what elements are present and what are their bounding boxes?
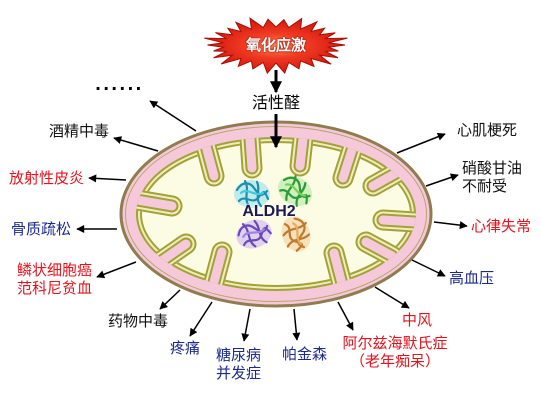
arrow-to-pain <box>189 301 213 337</box>
arrow-to-squamous-cell-carcinoma <box>96 261 137 279</box>
outcome-label-line: 放射性皮炎 <box>9 169 85 187</box>
outcome-label-line: 阿尔兹海默氏症 <box>342 334 448 352</box>
outcome-myocardial-infarction: 心肌梗死 <box>457 121 517 139</box>
outcome-alcohol-poisoning: 酒精中毒 <box>49 122 109 140</box>
outcome-osteoporosis: 骨质疏松 <box>11 220 71 238</box>
outcome-label-line: 鳞状细胞癌 <box>17 261 93 279</box>
arrow-to-stroke <box>374 286 410 309</box>
aldh2-subunit-green-icon <box>277 175 313 207</box>
outcome-hypertension: 高血压 <box>449 269 494 287</box>
arrow-to-more <box>149 100 197 132</box>
outcome-label-line: 范科尼贫血 <box>17 279 93 297</box>
outcome-label-line: 中风 <box>402 311 433 329</box>
outcome-label-line: 硝酸甘油 <box>462 159 523 177</box>
outcome-label-line: 糖尿病 <box>216 346 262 364</box>
outcome-label-line: 心肌梗死 <box>457 121 518 139</box>
outcome-label-line: 高血压 <box>449 269 495 287</box>
outcome-diabetes-complications: 糖尿病 并发症 <box>216 346 261 382</box>
outcome-label-line: 疼痛 <box>170 339 201 357</box>
outcome-drug-poisoning: 药物中毒 <box>108 312 168 330</box>
aldh2-subunit-cyan-icon <box>234 179 270 208</box>
outcome-squamous-cell-carcinoma-fanconi-anemia: 鳞状细胞癌 范科尼贫血 <box>17 261 92 297</box>
outcome-stroke: 中风 <box>402 311 432 329</box>
outcome-label-line: 心律失常 <box>471 217 532 235</box>
arrow-to-radiation-dermatitis <box>88 174 127 183</box>
arrow-to-arrhythmia <box>433 221 468 230</box>
more-outcomes-ellipsis: ...... <box>95 75 144 94</box>
mitochondrion <box>119 120 433 308</box>
outcome-nitroglycerin-intolerance: 硝酸甘油 不耐受 <box>462 159 522 195</box>
aldh2-subunit-purple-icon <box>236 219 272 249</box>
arrow-to-nitroglycerin-intolerance <box>425 173 459 187</box>
outcome-parkinsons: 帕金森 <box>282 345 327 363</box>
outcome-pain: 疼痛 <box>170 339 200 357</box>
arrow-to-alzheimers <box>337 301 354 331</box>
outcome-alzheimers: 阿尔兹海默氏症 （老年痴呆） <box>339 334 451 370</box>
outcome-label-line: 不耐受 <box>462 177 508 195</box>
reactive-aldehyde-label: 活性醛 <box>251 93 300 112</box>
oxidative-stress-label: 氧化应激 <box>245 36 306 54</box>
aldh2-label: ALDH2 <box>242 203 296 220</box>
arrow-to-diabetes-complications <box>241 308 251 342</box>
outcome-label-line: 骨质疏松 <box>11 220 72 238</box>
arrow-to-myocardial-infarction <box>396 132 446 154</box>
outcome-label-line: 帕金森 <box>282 345 328 363</box>
outcome-radiation-dermatitis: 放射性皮炎 <box>9 169 84 187</box>
arrow-to-hypertension <box>411 259 446 277</box>
outcome-label-line: （老年痴呆） <box>349 352 440 370</box>
arrow-to-alcohol-poisoning <box>113 136 159 152</box>
oxidative-stress-burst <box>204 17 348 75</box>
arrow-to-parkinsons <box>292 308 301 341</box>
aldh2-subunit-orange-icon <box>281 216 311 252</box>
outcome-label-line: 药物中毒 <box>108 312 169 330</box>
arrow-to-drug-poisoning <box>159 289 181 310</box>
outcome-label-line: 并发症 <box>216 364 262 382</box>
outcome-label-line: 酒精中毒 <box>49 122 110 140</box>
outcome-arrhythmia: 心律失常 <box>471 217 531 235</box>
